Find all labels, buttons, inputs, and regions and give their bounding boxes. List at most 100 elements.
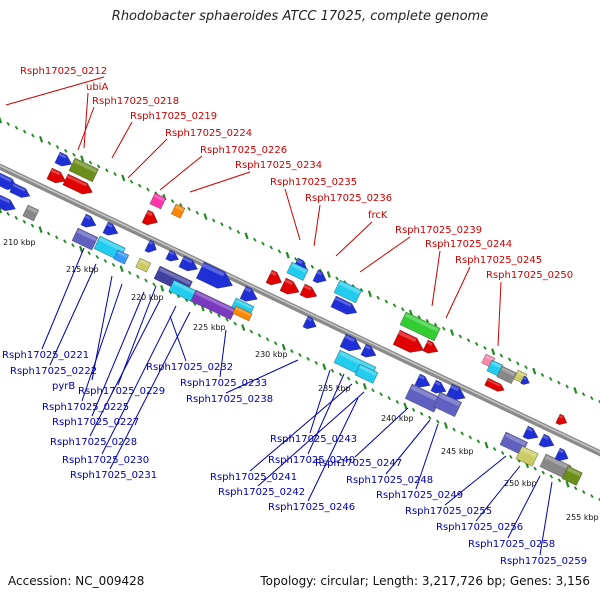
kbp-label: 225 kbp <box>193 323 226 332</box>
gene-arrow-shine <box>168 250 175 256</box>
tick-mark <box>294 257 298 262</box>
gene-arrow-shine <box>344 334 355 343</box>
tick-mark <box>30 223 35 228</box>
gene-box <box>190 289 236 320</box>
gene-arrow-shape <box>422 339 439 354</box>
gene-box <box>232 305 253 322</box>
gene-box <box>286 261 309 281</box>
tick-mark <box>338 372 343 377</box>
gene-box-shape <box>113 249 130 265</box>
gene-box-shine <box>235 299 253 310</box>
tick-mark <box>335 276 339 281</box>
gene-arrow-shine <box>364 344 371 350</box>
gene-arrow-shine <box>418 374 425 380</box>
tick-mark <box>273 341 278 346</box>
tick-mark <box>6 211 10 216</box>
gene-label-red: Rsph17025_0244 <box>425 239 512 250</box>
gene-arrow-shape <box>80 213 97 228</box>
gene-box-shape <box>149 192 167 210</box>
kbp-label: 250 kbp <box>504 479 537 488</box>
gene-box-shine <box>410 385 440 402</box>
gene-box-shine <box>73 159 98 173</box>
tick-mark <box>244 232 249 240</box>
tick-mark <box>442 326 446 331</box>
gene-arrow <box>299 283 318 299</box>
gene-arrow <box>339 333 362 352</box>
tick-mark <box>87 251 91 256</box>
gene-box-shape <box>22 204 40 222</box>
tick-mark <box>395 400 400 405</box>
leader-line-red <box>77 106 95 151</box>
gene-arrow-shine <box>558 414 564 419</box>
gene-label-red: Rsph17025_0219 <box>130 111 217 122</box>
tick-mark <box>220 222 224 227</box>
gene-box-shine <box>195 291 235 313</box>
tick-mark <box>105 168 109 173</box>
gene-arrow-shine <box>316 270 322 276</box>
gene-label-red: Rsph17025_0236 <box>305 193 392 204</box>
tick-mark <box>516 361 520 366</box>
tick-mark <box>379 392 383 397</box>
gene-label-red: Rsph17025_0234 <box>235 160 322 171</box>
gene-arrow <box>0 194 16 211</box>
tick-mark <box>46 231 51 236</box>
gene-box-shine <box>485 355 494 362</box>
tick-mark <box>330 368 335 373</box>
gene-label-blue: Rsph17025_0231 <box>70 470 157 481</box>
tick-mark <box>71 243 75 248</box>
tick-mark <box>277 249 282 254</box>
tick-mark <box>152 282 156 287</box>
gene-label-blue: Rsph17025_0228 <box>50 437 137 448</box>
gene-arrow-shape <box>522 425 539 440</box>
tick-mark <box>127 270 132 275</box>
leader-line-blue <box>89 299 161 437</box>
gene-arrow-shine <box>148 240 154 246</box>
tick-mark <box>22 129 27 134</box>
tick-mark <box>355 380 359 385</box>
gene-box <box>71 227 99 251</box>
gene-arrow <box>302 315 317 330</box>
tick-mark <box>367 290 372 298</box>
tick-mark <box>233 321 237 326</box>
gene-arrow-shine <box>146 210 153 217</box>
leader-line-blue <box>91 291 145 417</box>
tick-mark <box>384 299 389 304</box>
tick-mark <box>95 255 100 260</box>
gene-arrow-shine <box>522 376 527 380</box>
gene-label-blue: Rsph17025_0247 <box>315 458 402 469</box>
gene-box <box>22 204 40 222</box>
tick-mark <box>425 318 430 323</box>
tick-mark <box>582 490 586 495</box>
gene-arrow <box>141 209 158 226</box>
leader-line-red <box>359 236 411 273</box>
gene-arrow-shine <box>558 448 564 454</box>
gene-label-blue: Rsph17025_0255 <box>405 506 492 517</box>
gene-box-shape <box>68 157 99 183</box>
tick-mark <box>565 384 569 389</box>
tick-mark <box>228 226 232 231</box>
gene-label-blue: Rsph17025_0258 <box>468 539 555 550</box>
gene-arrow-shape <box>102 221 119 236</box>
gene-arrow-shape <box>554 447 569 462</box>
gene-arrow-shape <box>239 285 258 302</box>
gene-box-shape <box>232 305 253 322</box>
leader-line-blue <box>539 481 553 556</box>
gene-arrow <box>178 255 198 272</box>
gene-arrow-shine <box>201 262 225 277</box>
genome-stats-text: Topology: circular; Length: 3,217,726 bp… <box>260 574 590 588</box>
tick-mark <box>450 329 455 336</box>
tick-mark <box>557 478 562 483</box>
gene-label-blue: Rsph17025_0240 <box>268 455 355 466</box>
kbp-label: 210 kbp <box>3 238 36 247</box>
gene-arrow-shape <box>445 383 466 401</box>
gene-arrow-shape <box>392 329 424 353</box>
tick-mark <box>47 141 52 146</box>
genome-backbone <box>0 163 600 457</box>
tick-mark <box>241 324 246 331</box>
tick-mark <box>265 337 270 342</box>
tick-mark <box>573 387 578 394</box>
gene-box <box>432 391 462 417</box>
gene-arrow <box>9 182 31 198</box>
gene-arrow-shape <box>484 377 505 392</box>
gene-arrow-shape <box>54 151 73 167</box>
